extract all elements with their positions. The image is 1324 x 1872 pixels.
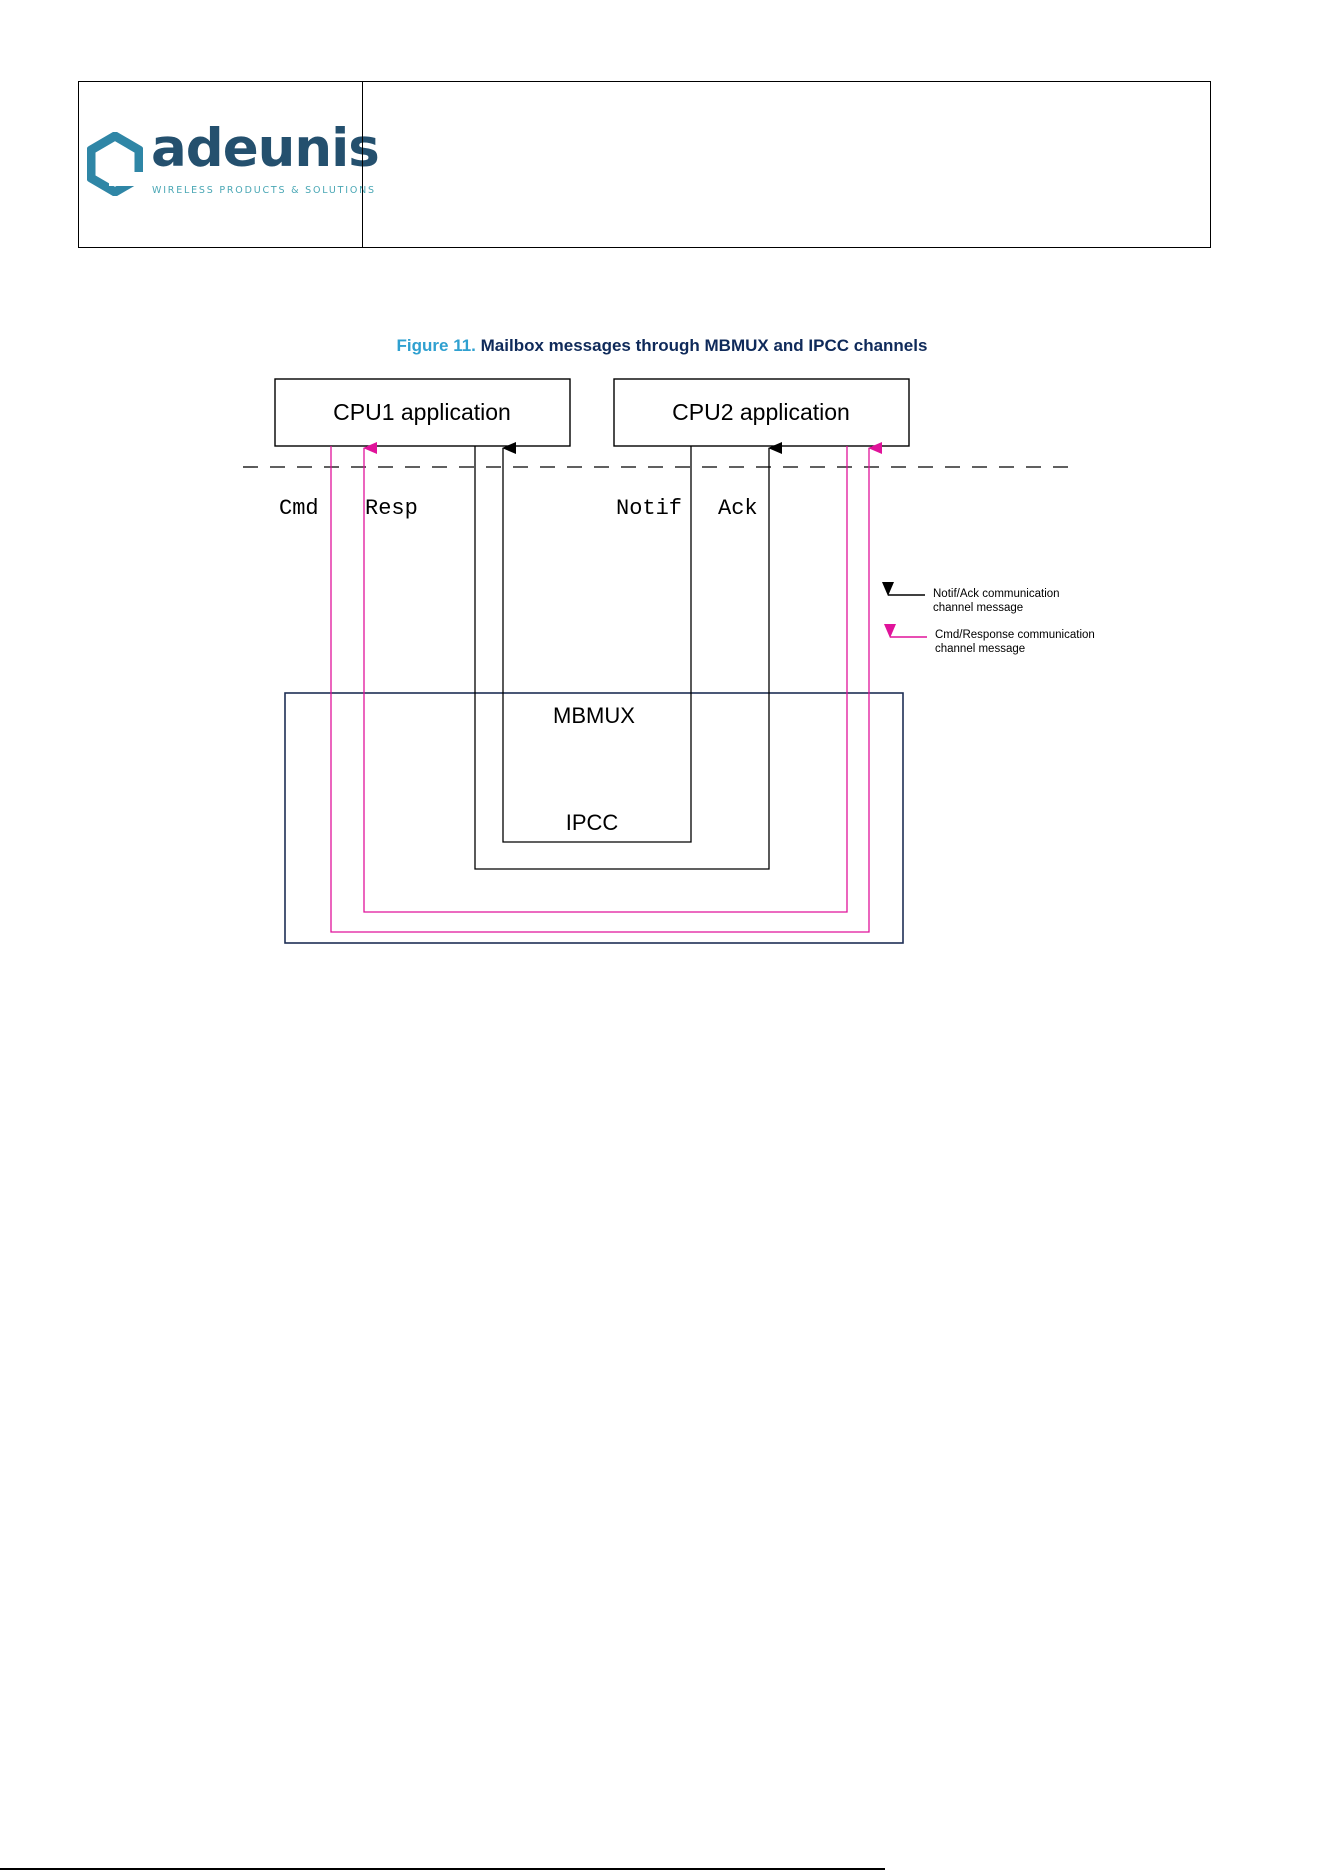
legend-cmd-resp-line1: Cmd/Response communication xyxy=(935,629,1095,641)
mbmux-label: MBMUX xyxy=(553,703,635,728)
ipcc-label: IPCC xyxy=(566,810,619,835)
footer-rule xyxy=(0,1868,885,1870)
notif-label: Notif xyxy=(616,496,682,521)
legend-notif-ack-line1: Notif/Ack communication xyxy=(933,588,1060,600)
cpu2-application-label: CPU2 application xyxy=(672,399,850,425)
cmd-label: Cmd xyxy=(279,496,319,521)
cpu1-application-label: CPU1 application xyxy=(333,399,511,425)
resp-label: Resp xyxy=(365,496,418,521)
legend-notif-ack-line2: channel message xyxy=(933,602,1023,614)
legend-cmd-resp-line2: channel message xyxy=(935,643,1025,655)
ack-label: Ack xyxy=(718,496,758,521)
